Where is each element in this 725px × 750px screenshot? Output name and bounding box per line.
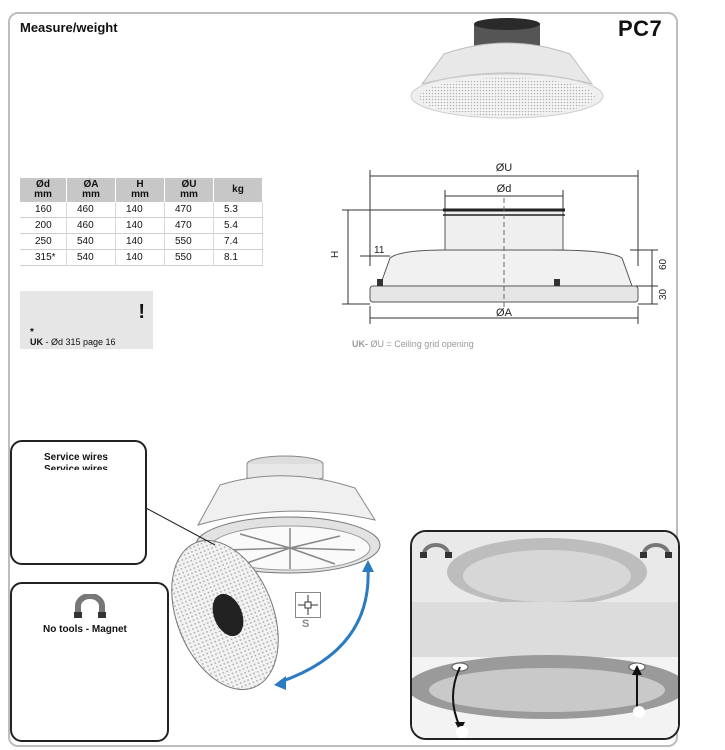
dim-oa-label: ØA [496,307,513,319]
magnet-icon [74,594,106,618]
installation-illustration [145,455,381,691]
dim-60-label: 60 [658,258,669,270]
drawing-caption: UK- ØU = Ceiling grid opening [352,339,474,349]
section-title: Measure/weight [20,20,118,35]
magnet-label: No tools - Magnet [43,624,127,635]
dim-od-label: Ød [497,183,512,195]
note-asterisk: * [30,327,34,338]
callout-title: Service wires [44,452,108,463]
magnet-callout: No tools - Magnet [10,582,169,742]
service-wires-callout: Service wires Service wires [10,440,147,565]
col-header: kg [213,178,263,202]
note-text: UK - Ød 315 page 16 [30,337,116,347]
dim-h-label: H [330,251,341,258]
page-frame [8,12,678,747]
motion-label: S [302,618,310,630]
closeup-illustration [412,532,678,738]
dim-30-label: 30 [658,288,669,300]
dim-11-label: 11 [374,245,385,256]
warning-icon: ! [138,301,145,323]
product-code: PC7 [618,16,663,41]
product-image [410,18,604,119]
note-box: ! * UK - Ød 315 page 16 [20,291,153,349]
dimension-drawing: ØU Ød ØA 11 H 60 30 [330,162,669,324]
magnet-closeup-photo [410,530,680,740]
dim-ou-label: ØU [496,162,513,174]
move-arrows-icon [295,592,321,618]
callout-subtitle: Service wires [44,464,108,470]
rotate-arrow-icon [422,543,670,555]
